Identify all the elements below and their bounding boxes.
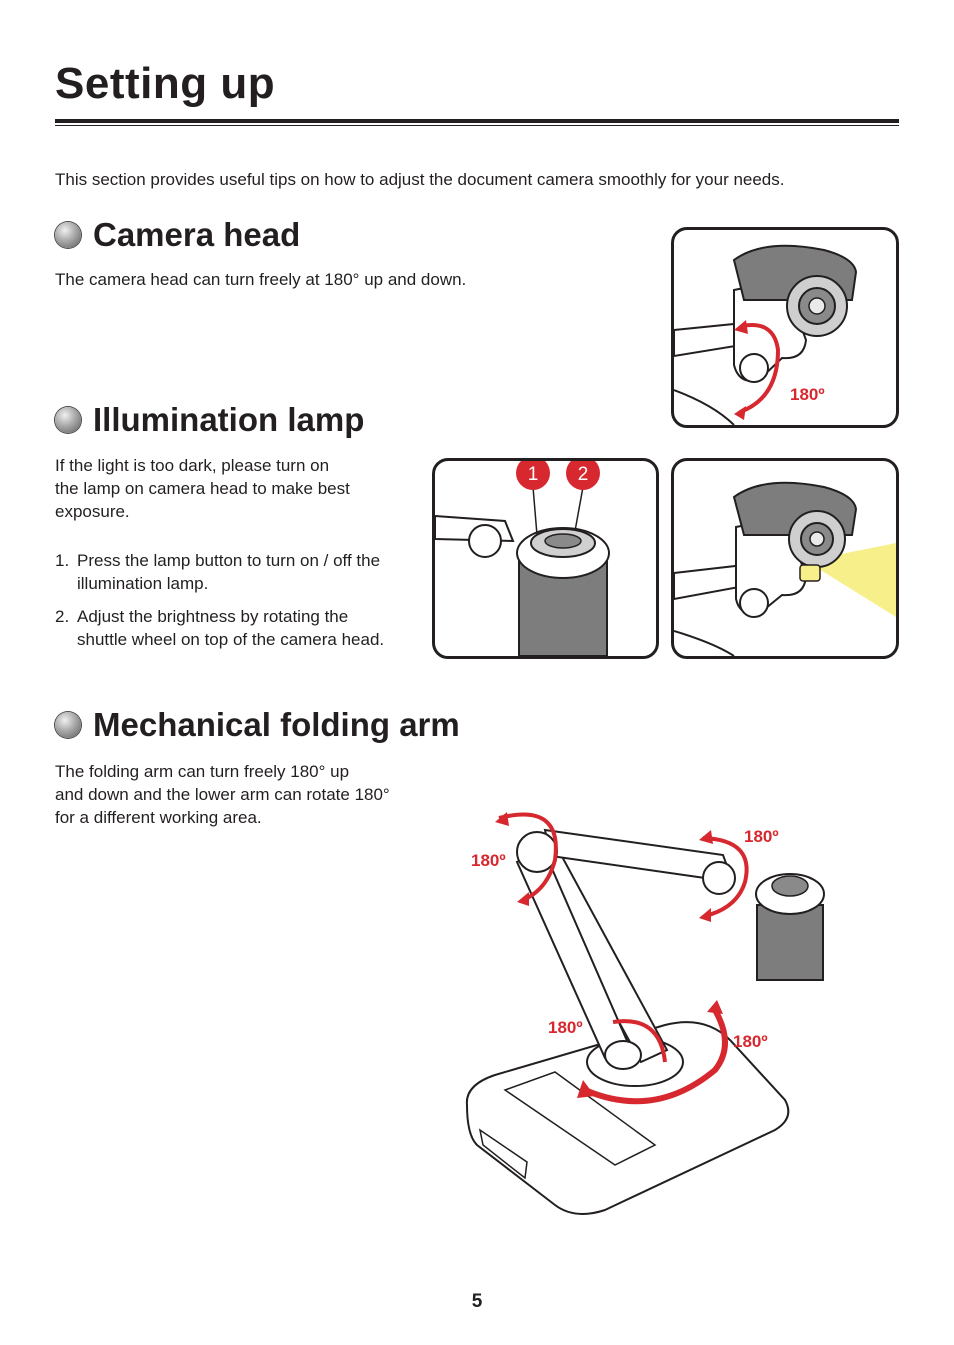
intro-text: This section provides useful tips on how… bbox=[55, 170, 785, 189]
list-item: 1. Press the lamp button to turn on / of… bbox=[55, 551, 381, 593]
page-title: Setting up bbox=[55, 59, 276, 108]
illumination-lamp-heading: Illumination lamp bbox=[55, 403, 364, 436]
arm-degree-label: 180º bbox=[471, 851, 506, 870]
bullet-icon bbox=[55, 406, 81, 433]
folding-arm-text: The folding arm can turn freely 180° up … bbox=[55, 762, 390, 827]
lamp-button-figure: 1 2 bbox=[432, 458, 659, 659]
folding-arm-illustration: 180º 180º 180º 180º bbox=[465, 812, 825, 1215]
lamp-on-figure bbox=[671, 458, 899, 659]
folding-arm-heading: Mechanical folding arm bbox=[55, 708, 460, 741]
camera-head-text: The camera head can turn freely at 180° … bbox=[55, 270, 467, 289]
arm-degree-label: 180º bbox=[744, 827, 779, 846]
arm-degree-label: 180º bbox=[548, 1018, 583, 1037]
bullet-icon bbox=[55, 221, 81, 248]
illumination-lamp-text: If the light is too dark, please turn on… bbox=[55, 456, 350, 521]
title-rule-thin bbox=[55, 125, 899, 126]
camera-head-figure: 180º bbox=[671, 227, 899, 428]
callout-2: 2 bbox=[578, 464, 589, 485]
camera-head-illustration: 180º bbox=[674, 244, 858, 425]
callout-1: 1 bbox=[528, 464, 539, 485]
lamp-on-illustration bbox=[674, 481, 896, 656]
camera-head-heading: Camera head bbox=[55, 218, 300, 251]
camera-head-heading-text: Camera head bbox=[93, 216, 301, 253]
lamp-button-illustration: 1 2 bbox=[435, 461, 610, 656]
list-item: 2. Adjust the brightness by rotating the… bbox=[55, 607, 385, 649]
arm-degree-label: 180º bbox=[733, 1032, 768, 1051]
camera-head-degree-label: 180º bbox=[790, 385, 825, 404]
illumination-lamp-heading-text: Illumination lamp bbox=[93, 401, 365, 438]
bullet-icon bbox=[55, 711, 81, 738]
title-rule bbox=[55, 119, 899, 123]
lamp-steps-list: 1. Press the lamp button to turn on / of… bbox=[55, 549, 384, 661]
page-number: 5 bbox=[471, 1291, 483, 1312]
folding-arm-heading-text: Mechanical folding arm bbox=[93, 706, 460, 743]
